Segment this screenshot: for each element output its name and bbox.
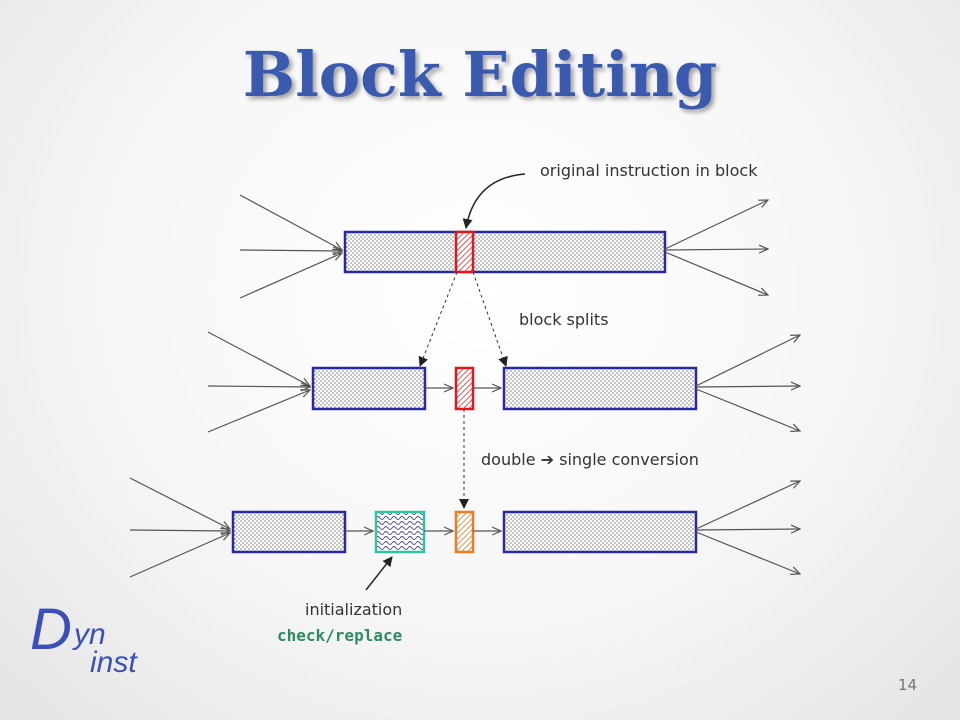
slide-title: Block Editing [242, 38, 718, 111]
logo-d: D [30, 597, 72, 662]
row-split [207, 331, 800, 433]
init-callout-arrow [365, 556, 393, 591]
converted-instruction [454, 510, 475, 554]
label-block-splits: block splits [519, 310, 609, 329]
logo-inst: inst [90, 646, 137, 679]
page-number: 14 [898, 676, 918, 694]
split-block-right [502, 366, 698, 411]
original-block [343, 230, 667, 274]
label-conversion: double ➔ single conversion [481, 450, 699, 469]
label-original-instruction: original instruction in block [540, 161, 758, 180]
label-initialization: initialization [305, 600, 403, 619]
right-arrow-icon: ➔ [540, 450, 555, 469]
split-block-left [311, 366, 427, 411]
label-conversion-single: single conversion [559, 450, 699, 469]
check-replace-block [374, 510, 426, 554]
original-callout-arrow [462, 173, 526, 229]
converted-block-left [231, 510, 347, 554]
row-converted [129, 477, 800, 578]
original-instruction [454, 230, 475, 274]
converted-block-right [502, 510, 698, 554]
label-check-replace: check/replace [277, 626, 403, 645]
split-instruction [454, 366, 475, 411]
dyninst-logo: D yn inst [30, 597, 180, 690]
logo-yn: yn [74, 618, 106, 651]
label-conversion-double: double [481, 450, 536, 469]
row-original [239, 194, 768, 299]
